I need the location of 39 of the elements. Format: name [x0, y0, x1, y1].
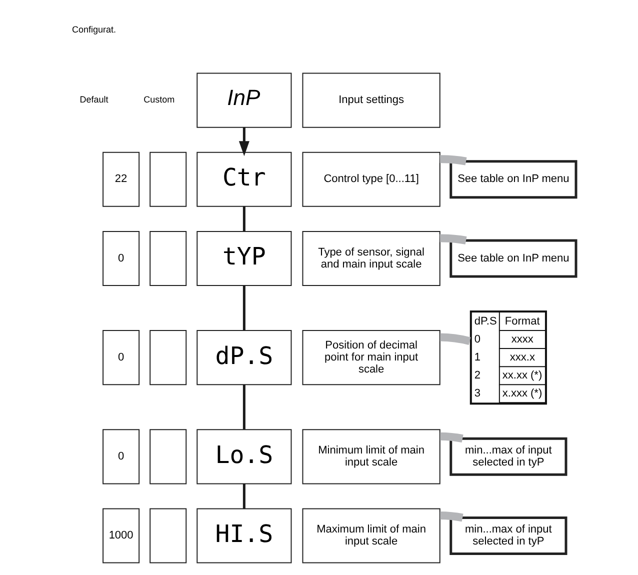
node-box: HI.S	[196, 508, 292, 564]
connector	[439, 155, 466, 166]
connector	[440, 432, 463, 443]
node-box: See table on InP menu	[449, 160, 577, 199]
node-box: Minimum limit of main input scale	[302, 429, 440, 484]
node-box: 0	[102, 330, 140, 386]
node-box	[149, 429, 186, 484]
node-box: min...max of input selected in tyP	[449, 437, 567, 476]
connector	[242, 286, 245, 330]
node-box: 22	[102, 152, 140, 207]
node-box: Type of sensor, signal and main input scale	[302, 230, 440, 286]
node-box: 0	[102, 429, 140, 484]
connector	[440, 511, 463, 522]
node-box	[149, 330, 186, 386]
node-box	[149, 230, 186, 286]
node-box: Ctr	[196, 152, 292, 207]
node-box: Lo.S	[196, 429, 292, 484]
node-box: dP.S	[196, 330, 292, 386]
connector	[439, 234, 466, 244]
node-box: tYP	[196, 230, 292, 286]
node-box: Maximum limit of main input scale	[302, 508, 440, 564]
label: Default	[79, 94, 108, 105]
node-box	[149, 152, 186, 207]
arrow	[238, 127, 249, 156]
label: Custom	[143, 94, 174, 105]
connector	[440, 333, 470, 346]
node-box: min...max of input selected in tyP	[449, 516, 567, 555]
node-box: Position of decimal point for main input scale	[302, 330, 440, 386]
connector	[242, 484, 245, 509]
node-box: 1000	[102, 508, 140, 564]
node-box: Input settings	[302, 72, 440, 128]
connector	[242, 384, 245, 430]
label: Configurat.	[72, 24, 116, 34]
node-box: Control type [0...11]	[302, 152, 440, 207]
node-box: 0	[102, 230, 140, 286]
node-box: InP	[196, 72, 292, 128]
connector	[242, 206, 245, 232]
node-box	[149, 508, 186, 564]
node-box: See table on InP menu	[449, 239, 577, 278]
